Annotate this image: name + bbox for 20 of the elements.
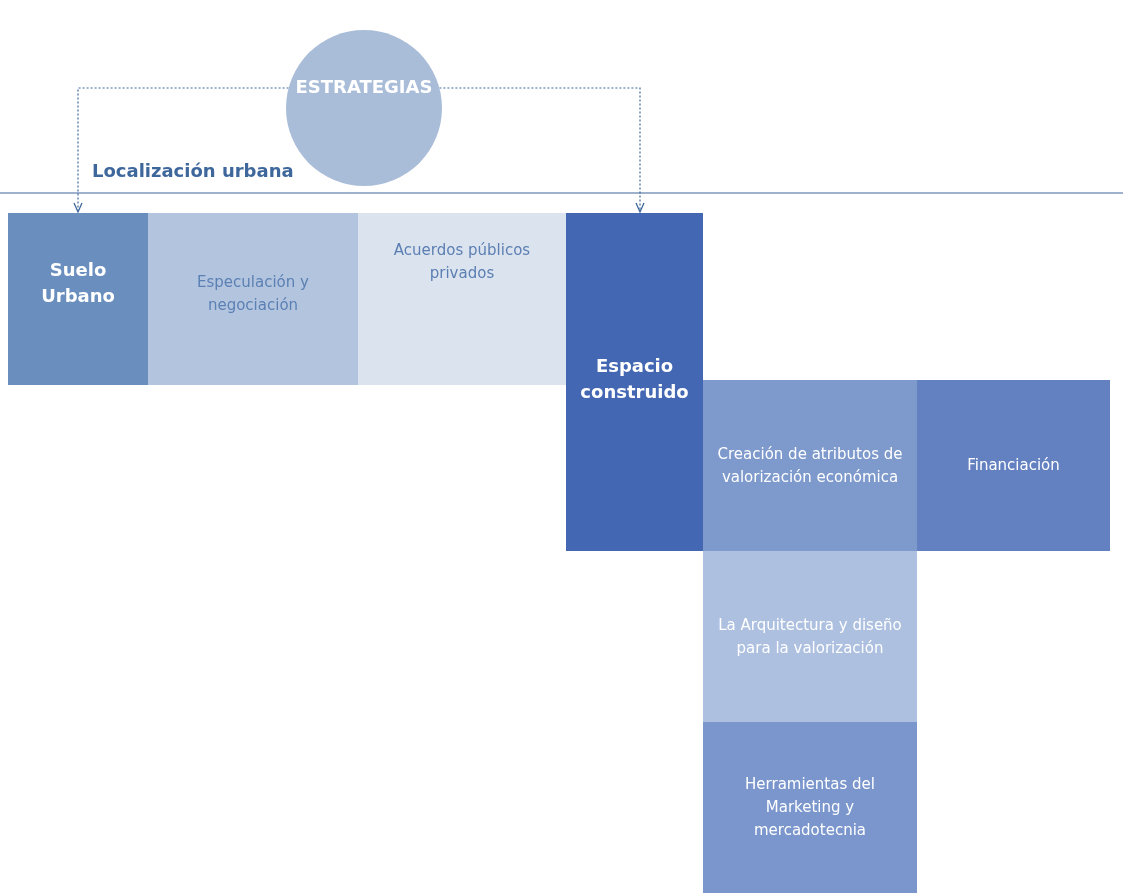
dotted-arrow xyxy=(438,87,645,213)
block xyxy=(8,213,148,385)
block-text: ESTRATEGIAS xyxy=(295,75,433,99)
block xyxy=(358,213,566,385)
block-text: Financiación xyxy=(967,455,1060,476)
block-text: Espacio construido xyxy=(579,354,690,404)
block-text: Suelo Urbano xyxy=(40,258,116,308)
block xyxy=(148,213,358,385)
block-text: Creación de atributos de valorización económica xyxy=(716,443,904,488)
block xyxy=(703,551,917,722)
block xyxy=(917,380,1110,551)
dotted-arrow xyxy=(73,87,290,213)
block xyxy=(703,380,917,551)
block-text: Especulación y negociación xyxy=(196,272,310,316)
block xyxy=(703,722,917,893)
block-text: Acuerdos públicos privados xyxy=(392,240,532,284)
block xyxy=(566,213,703,551)
section-heading: Localización urbana xyxy=(92,160,294,181)
block-text: Herramientas del Marketing y mercadotecnia xyxy=(744,774,876,841)
block-text: La Arquitectura y diseño para la valorización xyxy=(717,614,903,659)
